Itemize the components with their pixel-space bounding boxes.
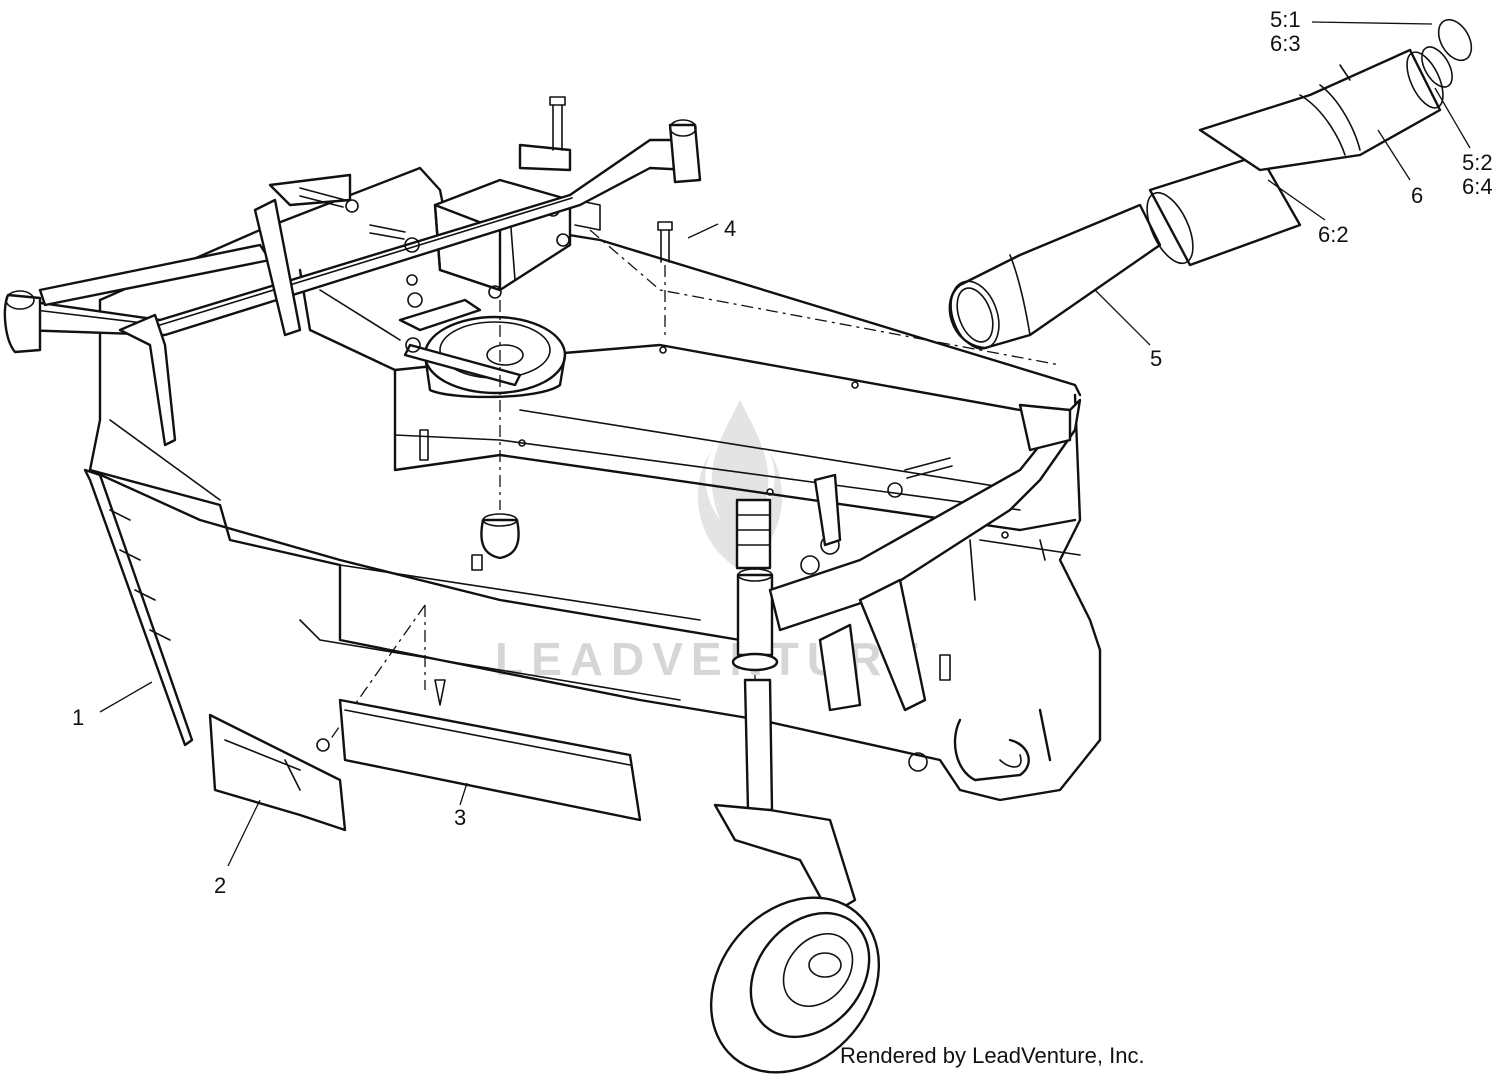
callout-leaders (99, 21, 1471, 867)
hitch-frame (3, 119, 702, 447)
caster-wheel-assembly (709, 498, 881, 1074)
callout-5-2: 5:2 (1462, 150, 1493, 175)
callout-5: 5 (1150, 346, 1162, 371)
callout-2: 2 (214, 873, 226, 898)
watermark-text: LEADVENTURE (495, 633, 928, 685)
callout-5-1: 5:1 (1270, 7, 1301, 32)
watermark: LEADVENTURE (495, 400, 928, 685)
callout-1: 1 (72, 705, 84, 730)
callout-3: 3 (454, 805, 466, 830)
callout-6: 6 (1411, 183, 1423, 208)
callout-6-3: 6:3 (1270, 31, 1301, 56)
render-credit: Rendered by LeadVenture, Inc. (840, 1043, 1145, 1068)
callout-6-2: 6:2 (1318, 222, 1349, 247)
baffle-plates (83, 468, 642, 832)
idler-arm (398, 292, 522, 387)
hitch-bolts (299, 96, 673, 286)
caster-mount-frame (768, 398, 1082, 712)
callout-labels: 1 2 3 4 5 6 6:2 5:1 6:3 5:2 6:4 (72, 7, 1493, 898)
callout-6-4: 6:4 (1462, 174, 1493, 199)
small-hardware (316, 429, 953, 772)
callout-4: 4 (724, 216, 736, 241)
discharge-tube-assembly (948, 18, 1473, 350)
